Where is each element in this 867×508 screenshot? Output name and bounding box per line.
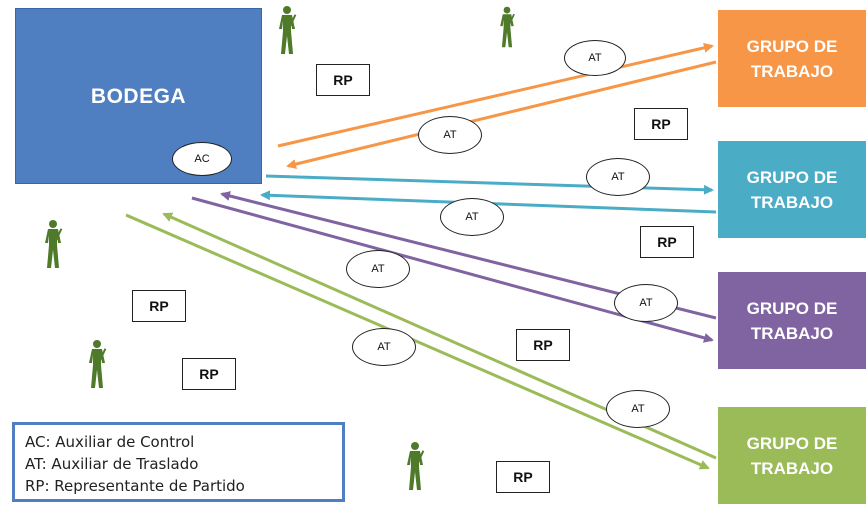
ac-badge: AC (172, 142, 232, 176)
at-badge: AT (352, 328, 416, 366)
bodega-label: BODEGA (90, 85, 187, 108)
bodega-box: BODEGA (15, 8, 262, 184)
rp-badge: RP (316, 64, 370, 96)
rp-badge: RP (496, 461, 550, 493)
grupo-label: GRUPO DE TRABAJO (746, 298, 838, 343)
legend-item-ac: AC: Auxiliar de Control (25, 433, 195, 451)
grupo-label: GRUPO DE TRABAJO (746, 36, 838, 81)
soldier-icon (279, 6, 297, 54)
soldier-icon (407, 442, 425, 490)
rp-badge: RP (634, 108, 688, 140)
grupo-label: GRUPO DE TRABAJO (746, 433, 838, 478)
arrow-bodega-to-green (125, 213, 710, 470)
grupo-trabajo-purple: GRUPO DE TRABAJO (718, 272, 866, 369)
at-badge: AT (564, 40, 626, 76)
rp-badge: RP (182, 358, 236, 390)
soldier-icon (500, 6, 515, 48)
rp-badge: RP (640, 226, 694, 258)
rp-badge: RP (132, 290, 186, 322)
soldier-icon (45, 220, 63, 268)
at-badge: AT (606, 390, 670, 428)
legend-item-at: AT: Auxiliar de Traslado (25, 455, 199, 473)
legend-item-rp: RP: Representante de Partido (25, 477, 245, 495)
legend-box: AC: Auxiliar de Control AT: Auxiliar de … (12, 422, 345, 502)
grupo-trabajo-green: GRUPO DE TRABAJO (718, 407, 866, 504)
grupo-trabajo-orange: GRUPO DE TRABAJO (718, 10, 866, 107)
at-badge: AT (586, 158, 650, 196)
grupo-trabajo-teal: GRUPO DE TRABAJO (718, 141, 866, 238)
at-badge: AT (418, 116, 482, 154)
arrow-bodega-to-orange (277, 42, 714, 148)
at-badge: AT (346, 250, 410, 288)
at-badge: AT (614, 284, 678, 322)
at-badge: AT (440, 198, 504, 236)
rp-badge: RP (516, 329, 570, 361)
arrow-orange-to-bodega (286, 60, 717, 169)
grupo-label: GRUPO DE TRABAJO (746, 167, 838, 212)
soldier-icon (89, 340, 107, 388)
